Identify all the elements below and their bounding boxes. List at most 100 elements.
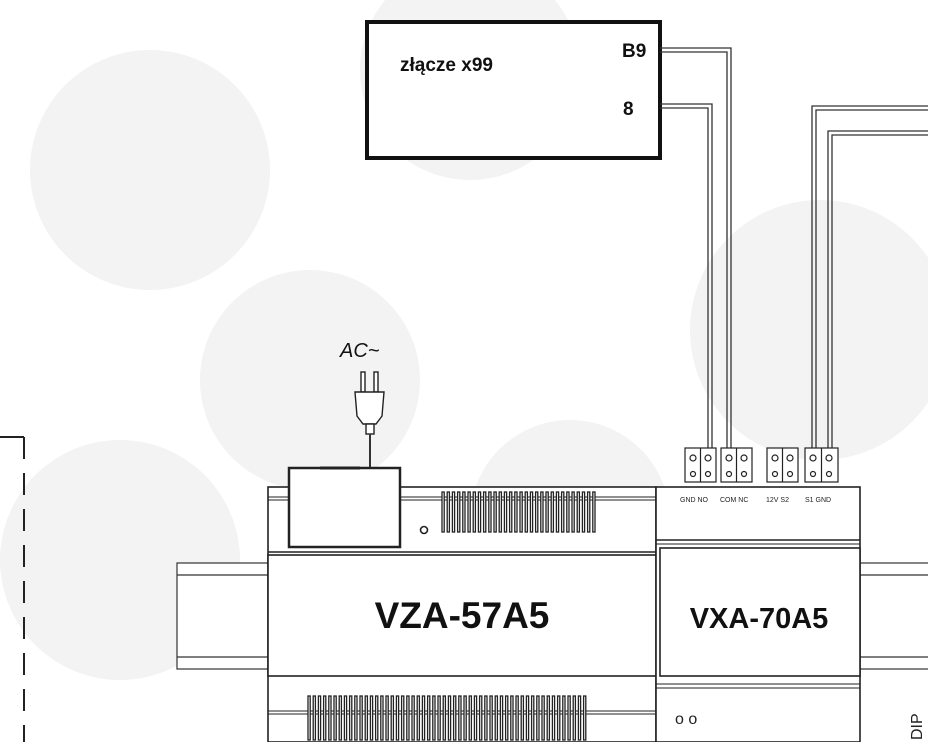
vent-slot [442,695,447,741]
vent-slot [359,695,363,741]
vent-slot [515,695,519,741]
vent-slot [488,491,492,533]
vent-slot [472,491,477,533]
vent-slot [566,491,570,533]
vent-slot [556,695,561,741]
vent-slot [333,695,337,741]
module-vxa-name: VXA-70A5 [690,603,829,635]
connector-box: złącze x99 B9 8 [365,20,662,160]
vent-slot [560,491,565,533]
vent-slot [525,695,530,741]
din-rail-left [176,562,273,670]
vent-slot [478,695,483,741]
terminal-label-s1-gnd: S1 GND [805,497,831,504]
vent-slot [477,491,482,533]
vent-slot [592,491,596,533]
vent-slot [395,695,400,741]
vent-slot [514,491,518,533]
vent-slot [343,695,348,741]
vent-slot [536,695,540,741]
vent-slot [530,695,535,741]
wire-8-a [660,103,713,452]
vent-slot [555,491,560,533]
pin-b9-label: B9 [622,41,646,62]
vent-slot [551,695,556,741]
vent-slot [493,491,497,533]
vent-slot [426,695,431,741]
vent-slot [508,491,513,533]
vent-slot [540,491,544,533]
wire-right-a [811,105,928,452]
wires [660,47,928,452]
module-vxa: VXA-70A5 o o [655,486,861,742]
vent-slot [406,695,410,741]
vent-slot [456,491,461,533]
wire-b9-b [660,51,728,452]
vent-slot [545,491,549,533]
din-rail-right [857,562,928,670]
vent-slot [503,491,508,533]
terminal-s1-gnd [804,447,839,483]
wire-b9-a [660,47,732,452]
vent-slot [369,695,374,741]
terminal-blocks: GND NO COM NC 12V S2 S1 GND [680,447,839,504]
vent-slot [312,695,317,741]
vent-slot [499,695,504,741]
vent-slot [354,695,358,741]
led-indicators: o o [675,711,697,728]
vent-slot [494,695,499,741]
vent-slot [482,491,487,533]
terminal-label-com-nc: COM NC [720,497,748,504]
vent-slot [581,491,586,533]
vent-slot [400,695,405,741]
terminal-gnd-no [684,447,717,483]
vent-slot [571,491,575,533]
vent-slot [504,695,509,741]
ac-label: AC~ [339,340,380,362]
vent-slot [432,695,436,741]
vent-slot [567,695,571,741]
vent-slot [520,695,525,741]
vent-slot [524,491,529,533]
vent-slot [534,491,539,533]
vent-slot [510,695,514,741]
vent-slot [546,695,551,741]
vent-slot [307,695,311,741]
vent-slot [498,491,503,533]
vent-slot [576,491,581,533]
vent-slot [572,695,577,741]
vent-slot [441,491,445,533]
wire-right-b [815,109,928,452]
vent-slot [550,491,555,533]
dip-label: DIP [909,713,926,740]
vent-slot [582,695,587,741]
vent-slot [421,695,426,741]
vent-slot [463,695,467,741]
vent-slot [462,491,466,533]
ac-plug: AC~ [339,340,385,470]
vent-slot [416,695,421,741]
plug-icon [354,371,385,435]
vent-slot [452,695,457,741]
vent-slot [447,695,452,741]
vent-slot [348,695,353,741]
module-vza: VZA-57A5 [267,466,657,742]
terminal-label-gnd-no: GND NO [680,497,709,504]
vent-slot [529,491,534,533]
connector-label: złącze x99 [400,55,493,76]
vent-slot [374,695,379,741]
terminal-12v-s2 [766,447,799,483]
vent-slot [380,695,384,741]
vent-slot [437,695,441,741]
vent-slot [317,695,322,741]
vent-slot [338,695,343,741]
terminal-com-nc [720,447,753,483]
module-vza-name: VZA-57A5 [375,595,550,636]
vent-slot [468,695,473,741]
vent-slot [451,491,456,533]
vent-slot [385,695,389,741]
terminal-label-12v-s2: 12V S2 [766,497,789,504]
vent-slot [484,695,488,741]
vent-slots-top [441,491,596,533]
